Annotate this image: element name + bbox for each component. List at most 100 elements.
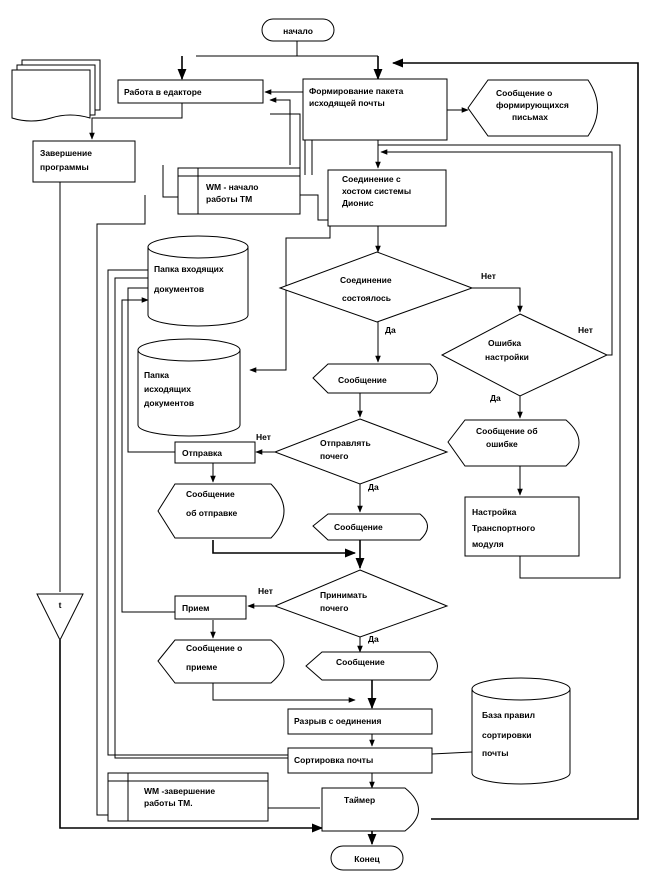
msg-forming-label-1: Сообщение о: [496, 88, 552, 98]
outbox-folder-node: Папка исходящих документов: [137, 338, 241, 437]
branch-labels: Нет Да Нет Да Нет Да Нет Да: [256, 271, 593, 644]
arrow-msg-recv-merge: [212, 683, 356, 703]
outbox-label-1: Папка: [144, 370, 169, 380]
msg-forming-label-3: письмах: [512, 112, 548, 122]
timer-node: Таймер: [321, 787, 419, 832]
connect-label-2: хостом системы: [342, 186, 411, 196]
transport-label-2: Транспортного: [472, 523, 535, 533]
timer-loop: [391, 58, 639, 820]
message-receive-node: Сообщение о приеме: [157, 639, 285, 684]
wm-to-editor-2: [270, 113, 301, 180]
message-2-node: Сообщение: [312, 513, 428, 541]
disconnect-node: Разрыв с оединения: [287, 708, 433, 735]
sort-label: Сортировка почты: [294, 755, 373, 765]
conn-ok-label-1: Соединение: [340, 275, 392, 285]
trigger-to-timer: [59, 640, 324, 833]
sort-loop-inbox-2: [107, 269, 288, 756]
msg-recv-label-2: приеме: [186, 662, 217, 672]
msg-send-label-1: Сообщение: [186, 489, 235, 499]
wm-to-editor: [269, 97, 291, 165]
exit-label-2: программы: [40, 162, 89, 172]
wm-end-node: WM -завершение работы ТМ.: [107, 772, 269, 822]
editor-node: Работа в едакторе: [117, 79, 264, 104]
form-label-2: исходящей почты: [309, 98, 385, 108]
send-q-label-2: почего: [320, 451, 348, 461]
label-recv-no: Нет: [258, 586, 273, 596]
start-node: начало: [261, 18, 335, 42]
rules-to-sort: [431, 751, 473, 755]
wm-start-node: WM - начало работы ТМ: [177, 167, 301, 215]
transport-setup-node: Настройка Транспортного модуля: [464, 496, 580, 557]
arrow-conn-no: [472, 287, 523, 313]
send-loop-inbox: [127, 287, 175, 453]
send-q-label-1: Отправлять: [320, 438, 371, 448]
exit-label-1: Завершение: [40, 148, 92, 158]
msg1-label: Сообщение: [338, 375, 387, 385]
connect-host-node: Соединение с хостом системы Дионис: [327, 169, 447, 227]
recv-q-label-2: почего: [320, 603, 348, 613]
wm-end-label-2: работы ТМ.: [144, 798, 193, 808]
rules-label-3: почты: [482, 748, 508, 758]
setup-err-label-1: Ошибка: [488, 338, 521, 348]
decision-send: Отправлять почего: [273, 418, 449, 485]
transport-label-3: модуля: [472, 539, 504, 549]
documents-stack-icon: [11, 59, 101, 122]
conn-ok-label-2: состоялось: [342, 293, 391, 303]
transport-label-1: Настройка: [472, 507, 517, 517]
editor-label: Работа в едакторе: [124, 87, 202, 97]
inbox-label-2: документов: [154, 284, 204, 294]
setup-err-label-2: настройки: [485, 352, 529, 362]
outbox-label-3: документов: [144, 398, 194, 408]
label-conn-yes: Да: [385, 325, 396, 335]
start-label: начало: [283, 26, 313, 36]
sort-mail-node: Сортировка почты: [287, 747, 433, 774]
send-node: Отправка: [174, 441, 256, 464]
arrow-connect-to-outbox: [249, 226, 331, 373]
arrow-editor-to-exit: [89, 103, 183, 140]
message-send-node: Сообщение об отправке: [157, 483, 285, 539]
msg-forming-node: Сообщение о формирующихся письмах: [467, 79, 598, 137]
disconnect-label: Разрыв с оединения: [294, 716, 382, 726]
wm-start-to-connect: [300, 194, 328, 221]
loop-transport: [378, 144, 621, 579]
decision-receive: Принимать почего: [273, 569, 449, 638]
message-error-node: Сообщение об ошибке: [447, 419, 580, 467]
connectors: [59, 40, 639, 846]
rules-db-node: База правил сортировки почты: [471, 677, 571, 785]
rules-label-2: сортировки: [482, 730, 531, 740]
label-send-no: Нет: [256, 432, 271, 442]
msg-recv-label-1: Сообщение о: [186, 643, 242, 653]
msg-send-label-2: об отправке: [186, 508, 237, 518]
decision-setup-error: Ошибка настройки: [440, 313, 609, 397]
inbox-folder-node: Папка входящих документов: [147, 235, 249, 327]
label-conn-no: Нет: [481, 271, 496, 281]
wm-start-bracket: [162, 165, 178, 198]
arrow-msg-send-merge: [212, 540, 357, 558]
recv-label: Прием: [182, 603, 209, 613]
message-1-node: Сообщение: [312, 363, 438, 394]
form-package-node: Формирование пакета исходящей почты: [302, 78, 448, 141]
end-label: Конец: [354, 854, 380, 864]
msg-err-label-1: Сообщение об: [476, 426, 538, 436]
msg-err-label-2: ошибке: [486, 439, 518, 449]
inbox-label-1: Папка входящих: [154, 264, 224, 274]
exit-program-node: Завершение программы: [32, 140, 136, 183]
wm-start-label-1: WM - начало: [206, 182, 258, 192]
label-recv-yes: Да: [368, 634, 379, 644]
label-setup-yes: Да: [490, 393, 501, 403]
form-label-1: Формирование пакета: [309, 86, 404, 96]
recv-q-label-1: Принимать: [320, 590, 367, 600]
connect-label-3: Дионис: [342, 198, 374, 208]
wm-start-label-2: работы ТМ: [206, 194, 252, 204]
receive-node: Прием: [174, 595, 247, 620]
trigger-label: t: [59, 600, 62, 610]
loop-setup-error: [380, 149, 613, 356]
msg-forming-label-2: формирующихся: [496, 100, 569, 110]
decision-connection-ok: Соединение состоялось: [278, 251, 474, 323]
left-long-line: [96, 195, 146, 816]
msg3-label: Сообщение: [336, 657, 385, 667]
sort-loop-inbox: [114, 277, 288, 759]
timer-label: Таймер: [344, 795, 375, 805]
trigger-triangle: t: [36, 593, 84, 642]
